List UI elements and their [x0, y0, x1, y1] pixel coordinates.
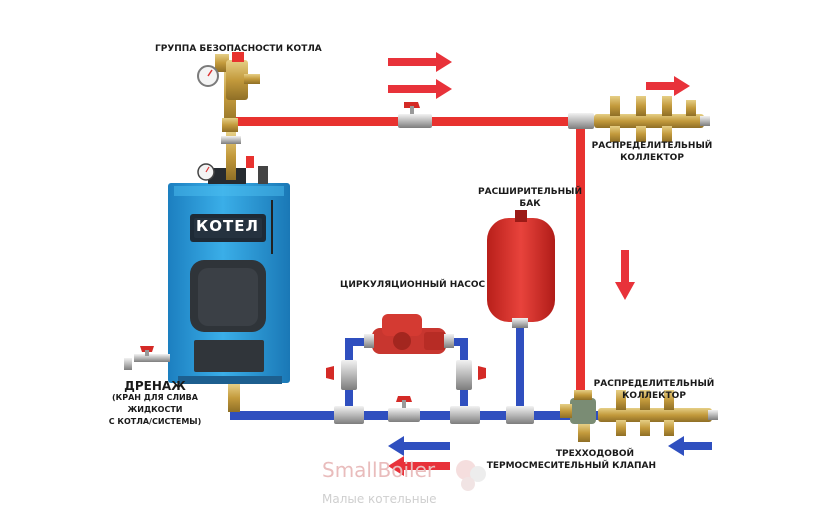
expansion-tank-label-line2: БАК: [519, 199, 541, 209]
boiler-bottom-fitting: [228, 384, 240, 412]
bottom-collector-label: РАСПРЕДЕЛИТЕЛЬНЫЙ КОЛЛЕКТОР: [592, 378, 716, 402]
bypass-tees: [334, 406, 534, 424]
top-collector-label-line2: КОЛЛЕКТОР: [620, 153, 684, 163]
watermark-logo: [456, 460, 486, 491]
pump-isolation-valves: [326, 360, 486, 390]
drain-label: ДРЕНАЖ (КРАН ДЛЯ СЛИВА ЖИДКОСТИ С КОТЛА/…: [100, 380, 210, 428]
expansion-tank: [487, 210, 555, 328]
supply-tee: [568, 113, 594, 129]
drain-line3: С КОТЛА/СИСТЕМЫ): [108, 417, 202, 426]
boiler-safety-group: [197, 52, 260, 180]
bottom-collector-label-line2: КОЛЛЕКТОР: [622, 391, 686, 401]
safety-group-label: ГРУППА БЕЗОПАСНОСТИ КОТЛА: [155, 44, 322, 54]
return-ball-valve: [388, 396, 420, 422]
expansion-tank-label: РАСШИРИТЕЛЬНЫЙ БАК: [470, 186, 590, 210]
hot-flow-arrows: [388, 52, 690, 300]
mixing-valve-label-line2: ТЕРМОСМЕСИТЕЛЬНЫЙ КЛАПАН: [486, 461, 656, 471]
mixing-valve-label-line1: ТРЕХХОДОВОЙ: [555, 449, 634, 459]
pump-label: ЦИРКУЛЯЦИОННЫЙ НАСОС: [340, 280, 486, 290]
drain-line1: (КРАН ДЛЯ СЛИВА: [112, 393, 198, 402]
bottom-collector-label-line1: РАСПРЕДЕЛИТЕЛЬНЫЙ: [593, 379, 715, 389]
watermark-brand: SmallBoiler: [322, 458, 436, 482]
supply-ball-valve: [398, 102, 432, 128]
boiler-label: КОТЕЛ: [196, 217, 259, 235]
drain-line2: ЖИДКОСТИ: [127, 405, 183, 414]
return-flow-arrow-red: [388, 456, 450, 476]
top-collector-label: РАСПРЕДЕЛИТЕЛЬНЫЙ КОЛЛЕКТОР: [590, 140, 714, 164]
drain-valve: [124, 346, 170, 370]
boiler: [168, 156, 290, 384]
drain-title: ДРЕНАЖ: [124, 379, 186, 393]
cold-flow-arrows: [388, 436, 712, 456]
bottom-collector: [598, 390, 718, 436]
three-way-mixing-valve: [560, 390, 596, 442]
expansion-tank-label-line1: РАСШИРИТЕЛЬНЫЙ: [478, 187, 582, 197]
top-collector: [594, 96, 710, 142]
top-collector-label-line1: РАСПРЕДЕЛИТЕЛЬНЫЙ: [591, 141, 713, 151]
circulation-pump: [364, 314, 454, 354]
watermark-tagline: Малые котельные: [322, 492, 437, 506]
mixing-valve-label: ТРЕХХОДОВОЙ ТЕРМОСМЕСИТЕЛЬНЫЙ КЛАПАН: [476, 448, 656, 472]
